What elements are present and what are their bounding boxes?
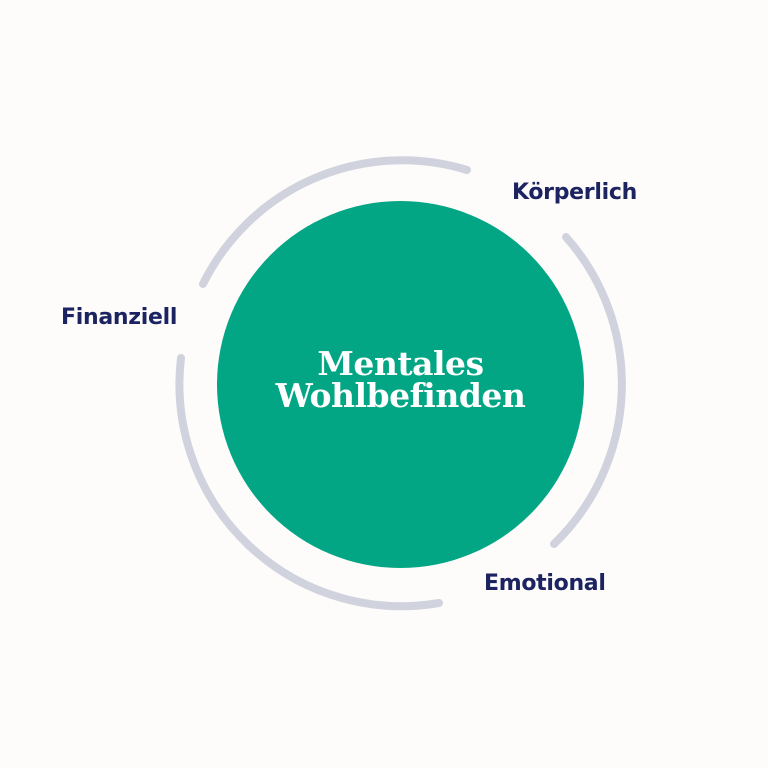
arc-physical — [199, 156, 471, 288]
label-physical: Körperlich — [512, 180, 637, 205]
arc-financial — [175, 354, 443, 611]
label-financial: Finanziell — [61, 305, 178, 330]
arc-emotional — [550, 233, 626, 548]
label-emotional: Emotional — [484, 571, 606, 596]
center-title-line1: Mentales — [317, 343, 484, 383]
mental-wellbeing-circle: Mentales Wohlbefinden — [217, 201, 584, 568]
center-title-line2: Wohlbefinden — [275, 375, 526, 415]
